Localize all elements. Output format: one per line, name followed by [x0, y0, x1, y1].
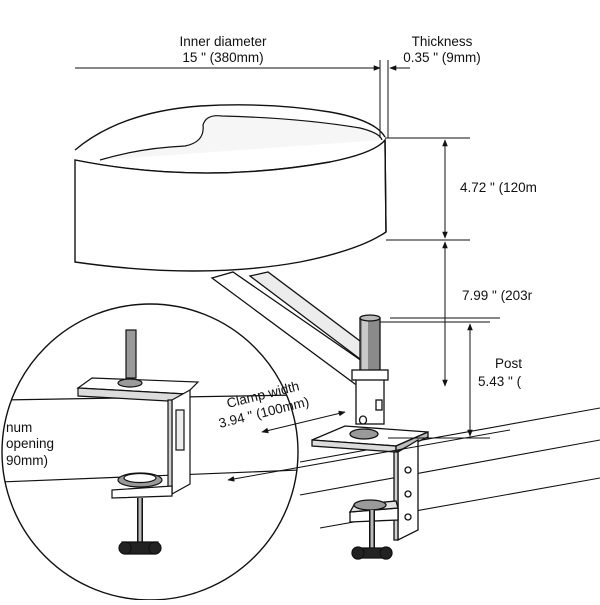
opening-line-1: num: [6, 420, 32, 435]
opening-line-2: opening: [6, 436, 54, 451]
thickness-value: 0.35 " (9mm): [403, 50, 481, 65]
post-value: 5.43 " (: [478, 374, 522, 389]
inner-diameter-value: 15 " (380mm): [182, 50, 263, 65]
bowl-height-value: 4.72 " (120m: [460, 180, 537, 195]
dimension-lines: [75, 60, 511, 482]
bowl-body: [74, 137, 387, 272]
clamp-screw: [351, 510, 393, 560]
detail-callout: [1, 303, 299, 601]
thickness-label: Thickness: [412, 34, 473, 49]
clamp: [311, 425, 429, 560]
bowl: [74, 104, 387, 272]
post-label: Post: [495, 356, 522, 371]
bowl-rim-inner: [99, 115, 383, 161]
opening-line-3: 90mm): [6, 453, 48, 468]
labels: Inner diameter 15 " (380mm) Thickness 0.…: [6, 34, 537, 468]
post: [351, 314, 389, 425]
arm-drop-value: 7.99 " (203r: [462, 288, 533, 303]
inner-diameter-label: Inner diameter: [179, 34, 267, 49]
bowl-rim-outer: [74, 104, 386, 151]
